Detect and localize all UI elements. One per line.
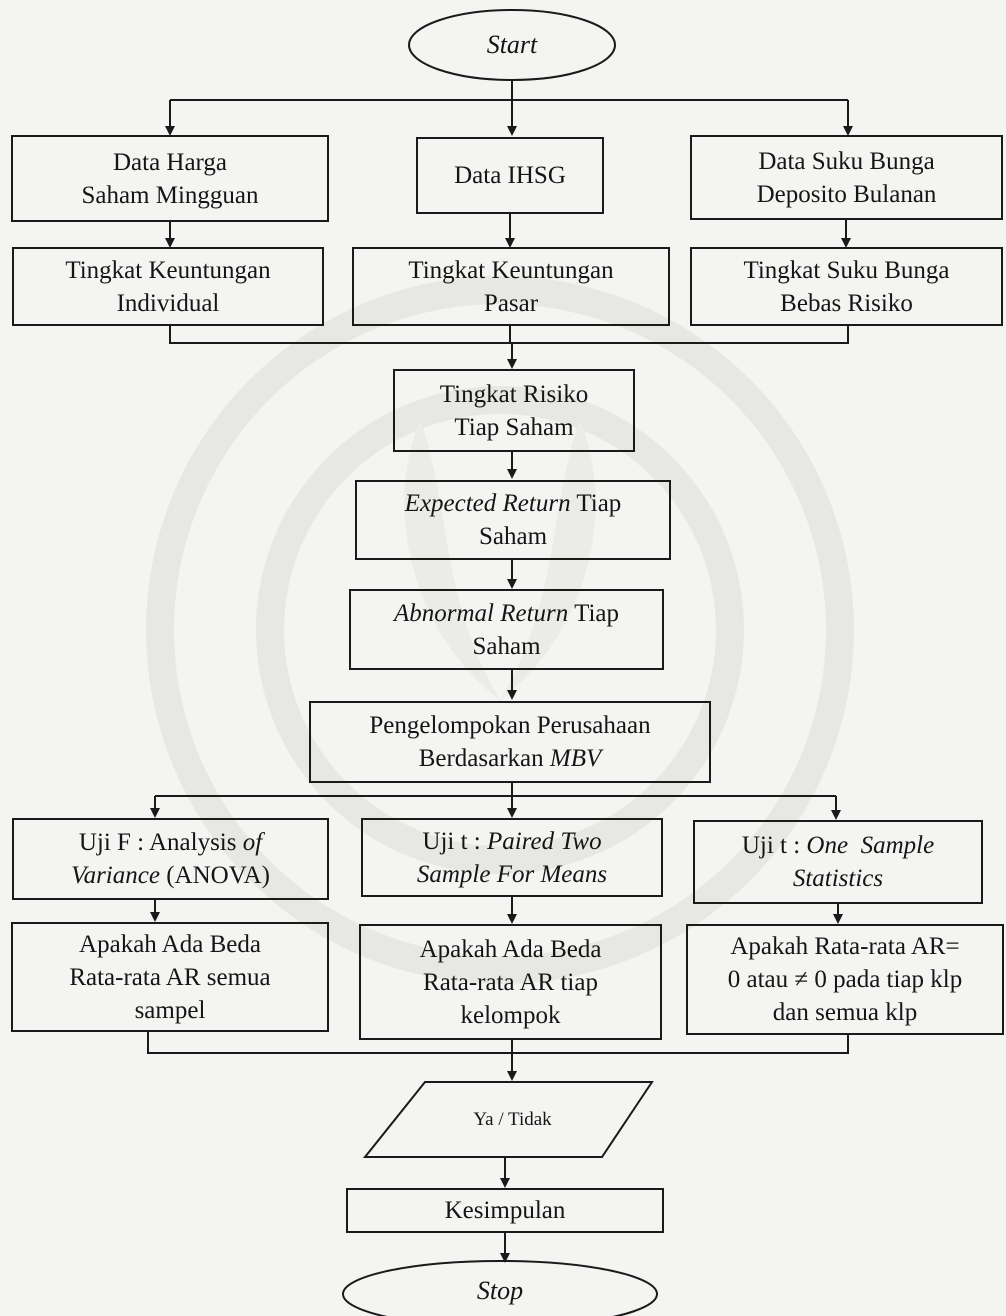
node-uji-t-paired-l1-plain: Uji t : [422, 827, 487, 855]
node-uji-f-l1-italic: of [242, 829, 263, 856]
node-expected-italic: Expected Return [404, 490, 571, 517]
start-text: Start [486, 29, 538, 59]
node-data-suku-line2: Deposito Bulanan [756, 180, 937, 208]
node-uji-t-paired: Uji t : Paired Two Sample For Means [361, 818, 663, 897]
node-tk-individual-line2: Individual [116, 289, 220, 317]
decision-parallelogram [362, 1081, 654, 1158]
node-data-suku: Data Suku Bunga Deposito Bulanan [690, 135, 1003, 220]
stop-label: Stop [380, 1266, 620, 1316]
node-uji-t-one: Uji t : One Sample Statistics [693, 820, 983, 904]
node-pengelompokan-prefix: Berdasarkan [418, 745, 550, 772]
node-beda-kelompok: Apakah Ada Beda Rata-rata AR tiap kelomp… [359, 924, 662, 1040]
node-uji-t-one-l1-italic: One Sample [806, 832, 935, 859]
node-uji-f-l1-plain: Uji F : Analysis [78, 829, 243, 856]
node-uji-f-line2: Variance (ANOVA) [71, 859, 270, 892]
node-data-ihsg-line1: Data IHSG [454, 162, 566, 189]
node-rata-nol-line2: 0 atau ≠ 0 pada tiap klp [727, 966, 963, 993]
node-tk-individual: Tingkat Keuntungan Individual [12, 247, 324, 326]
start-terminator [408, 9, 616, 81]
node-beda-semua-line2: Rata-rata AR semua [69, 963, 271, 991]
node-risiko: Tingkat Risiko Tiap Saham [393, 369, 635, 452]
node-expected-rest: Tiap [570, 490, 622, 517]
node-rata-nol: Apakah Rata-rata AR= 0 atau ≠ 0 pada tia… [686, 924, 1004, 1035]
start-label: Start [412, 14, 612, 76]
node-data-harga-line1: Data Harga [112, 148, 228, 176]
node-uji-f: Uji F : Analysis of Variance (ANOVA) [12, 818, 329, 900]
node-data-ihsg: Data IHSG [416, 137, 604, 214]
node-kesimpulan-text: Kesimpulan [444, 1197, 566, 1224]
node-uji-t-one-l2-italic: Statistics [792, 865, 884, 892]
node-beda-kelompok-line2: Rata-rata AR tiap [423, 968, 598, 996]
decision-text: Ya / Tidak [473, 1109, 552, 1131]
node-beda-kelompok-line3: kelompok [460, 1001, 561, 1029]
node-rata-nol-line1: Apakah Rata-rata AR= [730, 933, 960, 960]
node-uji-t-one-line1: Uji t : One Sample [742, 829, 934, 862]
node-uji-f-l2-plain: (ANOVA) [159, 862, 270, 889]
node-abnormal-italic: Abnormal Return [393, 599, 569, 627]
node-risiko-line2: Tiap Saham [454, 413, 574, 441]
node-uji-t-paired-line2: Sample For Means [417, 858, 607, 891]
node-abnormal-line1: Abnormal Return Tiap [394, 597, 619, 630]
node-tk-suku-line2: Bebas Risiko [780, 289, 913, 317]
node-expected-line1: Expected Return Tiap [405, 487, 622, 520]
node-abnormal-line2: Saham [472, 632, 541, 660]
node-uji-t-paired-line1: Uji t : Paired Two [422, 825, 601, 858]
node-tk-pasar-line1: Tingkat Keuntungan [408, 256, 614, 284]
node-pengelompokan-italic: MBV [549, 745, 602, 772]
node-abnormal-return: Abnormal Return Tiap Saham [349, 589, 664, 670]
node-beda-semua-line3: sampel [134, 996, 206, 1024]
node-data-harga: Data Harga Saham Mingguan [11, 135, 329, 222]
node-beda-semua-line1: Apakah Ada Beda [79, 930, 261, 958]
node-uji-f-l2-italic: Variance [71, 862, 160, 889]
node-risiko-line1: Tingkat Risiko [439, 380, 589, 408]
node-pengelompokan: Pengelompokan Perusahaan Berdasarkan MBV [309, 701, 711, 783]
node-data-harga-line2: Saham Mingguan [81, 181, 259, 209]
node-tk-suku: Tingkat Suku Bunga Bebas Risiko [690, 247, 1003, 326]
node-pengelompokan-line2: Berdasarkan MBV [419, 742, 602, 775]
node-tk-pasar: Tingkat Keuntungan Pasar [352, 247, 670, 326]
node-pengelompokan-line1: Pengelompokan Perusahaan [369, 712, 651, 739]
node-uji-t-paired-l2-italic: Sample For Means [416, 860, 608, 888]
node-rata-nol-line3: dan semua klp [772, 999, 918, 1026]
stop-text: Stop [476, 1275, 524, 1305]
node-expected-return: Expected Return Tiap Saham [355, 480, 671, 560]
node-tk-pasar-line2: Pasar [483, 289, 539, 317]
stop-terminator [342, 1260, 658, 1316]
node-tk-individual-line1: Tingkat Keuntungan [65, 256, 271, 284]
node-uji-t-one-l1-plain: Uji t : [741, 832, 807, 859]
node-uji-f-line1: Uji F : Analysis of [79, 826, 262, 859]
node-expected-line2: Saham [478, 523, 548, 550]
node-abnormal-rest: Tiap [568, 599, 620, 627]
node-data-suku-line1: Data Suku Bunga [758, 147, 935, 175]
node-beda-semua: Apakah Ada Beda Rata-rata AR semua sampe… [11, 922, 329, 1032]
node-uji-t-one-line2: Statistics [793, 862, 883, 895]
node-tk-suku-line1: Tingkat Suku Bunga [743, 256, 950, 284]
node-kesimpulan: Kesimpulan [346, 1188, 664, 1233]
node-beda-kelompok-line1: Apakah Ada Beda [419, 935, 602, 963]
node-uji-t-paired-l1-italic: Paired Two [487, 827, 602, 855]
merge-line-questions [147, 1032, 849, 1054]
decision-label: Ya / Tidak [400, 1090, 625, 1150]
